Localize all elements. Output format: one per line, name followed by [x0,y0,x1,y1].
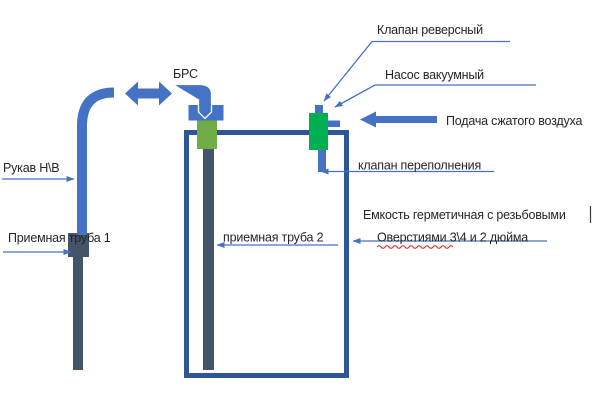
leader-vacuum-pump [334,84,536,108]
label-tank-caption-line2[interactable]: Оверстиями 3\4 и 2 дюйма [377,231,528,245]
label-intake-pipe-1[interactable]: Приемная труба 1 [8,231,111,245]
intake-pipe-2-shape[interactable] [203,149,214,370]
label-brs-coupling[interactable]: БРС [173,67,198,81]
transfer-double-arrow[interactable] [125,81,172,106]
compressed-air-arrow[interactable] [360,111,437,128]
label-suction-hose[interactable]: Рукав Н\В [3,161,60,175]
brs-valve-body[interactable] [197,120,217,150]
label-overflow-valve[interactable]: клапан переполнения [358,159,481,173]
label-compressed-air-supply[interactable]: Подача сжатого воздуха [446,114,583,128]
spellcheck-squiggle [376,245,454,249]
vacuum-pump-body[interactable] [309,113,328,150]
label-reverse-valve[interactable]: Клапан реверсный [377,23,483,37]
suction-hose-shape[interactable] [77,87,115,236]
label-intake-pipe-2[interactable]: приемная труба 2 [223,231,324,245]
pump-outlet-tab[interactable] [328,120,340,128]
leader-reverse-valve [323,40,510,102]
intake-pipe-1-shape[interactable] [73,257,83,370]
reverse-valve-shape[interactable] [315,105,323,113]
pipe-connector-block[interactable] [68,233,89,257]
label-vacuum-pump[interactable]: Насос вакуумный [385,68,484,82]
tank-outline[interactable] [184,130,349,378]
brs-elbow-shape[interactable] [170,83,213,120]
label-tank-caption-line1[interactable]: Емкость герметичная с резьбовыми [363,208,566,222]
overflow-valve-pipe-shape[interactable] [318,150,326,172]
